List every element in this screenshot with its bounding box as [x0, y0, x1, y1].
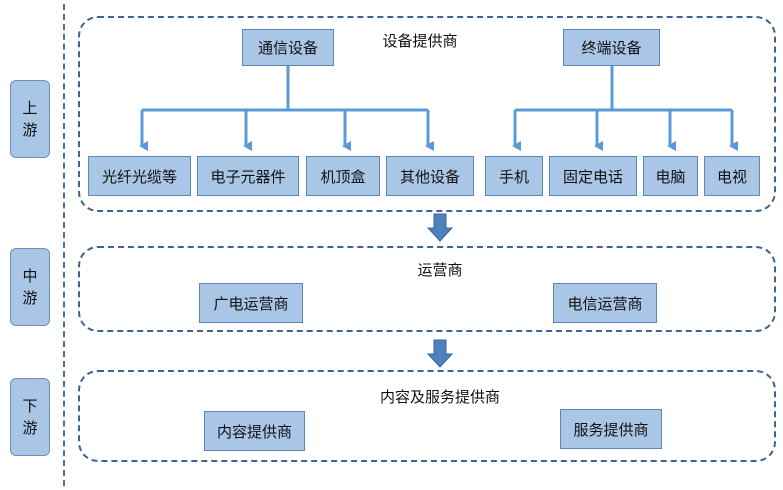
- child-box-tv: 电视: [704, 156, 760, 196]
- down-arrow-midstream-to-downstream: [426, 339, 454, 368]
- comm-equipment-box: 通信设备: [242, 29, 334, 66]
- downstream-title: 内容及服务提供商: [379, 388, 501, 406]
- broadcast-operator-box: 广电运营商: [199, 283, 303, 323]
- midstream-group: [78, 246, 776, 332]
- content-provider-box: 内容提供商: [204, 411, 305, 451]
- stage-divider-line: [63, 4, 65, 486]
- child-box-computer: 电脑: [643, 156, 698, 196]
- down-arrow-upstream-to-midstream: [426, 213, 454, 242]
- terminal-equipment-box: 终端设备: [563, 29, 660, 66]
- child-box-components: 电子元器件: [197, 156, 299, 196]
- child-box-other: 其他设备: [386, 156, 474, 196]
- child-box-fiber: 光纤光缆等: [88, 156, 191, 196]
- midstream-title: 运营商: [417, 261, 463, 279]
- child-box-settopbox: 机顶盒: [306, 156, 380, 196]
- stage-label-upstream: 上游: [10, 80, 50, 158]
- stage-label-downstream: 下游: [10, 378, 50, 456]
- child-box-landline: 固定电话: [549, 156, 637, 196]
- upstream-title: 设备提供商: [382, 32, 458, 50]
- upstream-group: [78, 16, 776, 212]
- downstream-group: [78, 370, 776, 462]
- stage-label-midstream: 中游: [10, 248, 50, 326]
- child-box-phone: 手机: [485, 156, 543, 196]
- telecom-operator-box: 电信运营商: [553, 283, 657, 323]
- service-provider-box: 服务提供商: [560, 409, 662, 449]
